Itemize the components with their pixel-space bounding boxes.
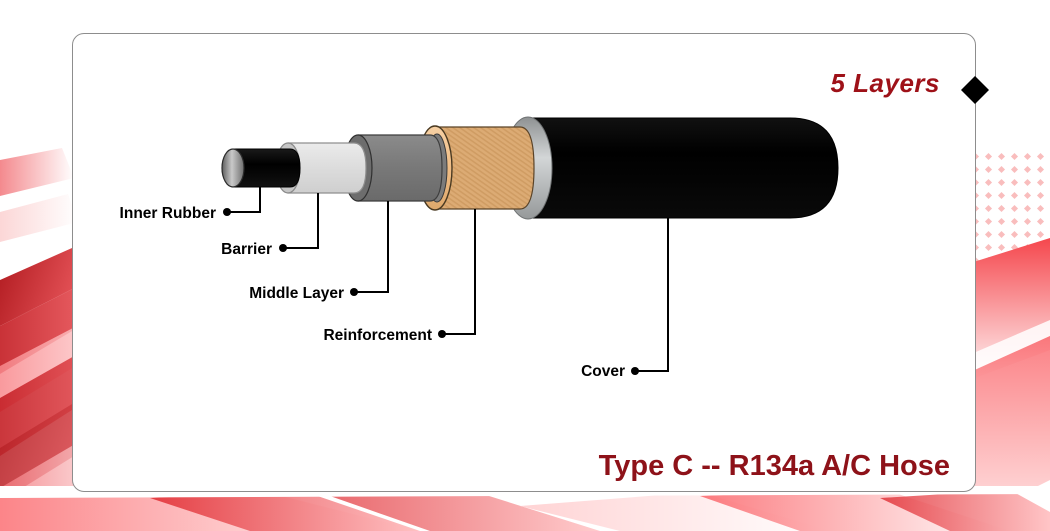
layer-cover: [504, 117, 839, 219]
content-card: [72, 33, 976, 492]
label-cover: Cover: [581, 363, 625, 380]
label-middle-layer: Middle Layer: [249, 285, 344, 302]
label-barrier: Barrier: [221, 241, 272, 258]
product-title: Type C -- R134a A/C Hose: [598, 450, 950, 482]
diamond-icon: [961, 76, 989, 104]
label-reinforcement: Reinforcement: [323, 327, 432, 344]
layers-count-title: 5 Layers: [830, 68, 940, 98]
inner-rubber-cut-ring: [221, 148, 245, 188]
leader-lines: [229, 187, 669, 372]
label-inner-rubber: Inner Rubber: [119, 205, 216, 222]
leader-dots: [223, 208, 639, 375]
